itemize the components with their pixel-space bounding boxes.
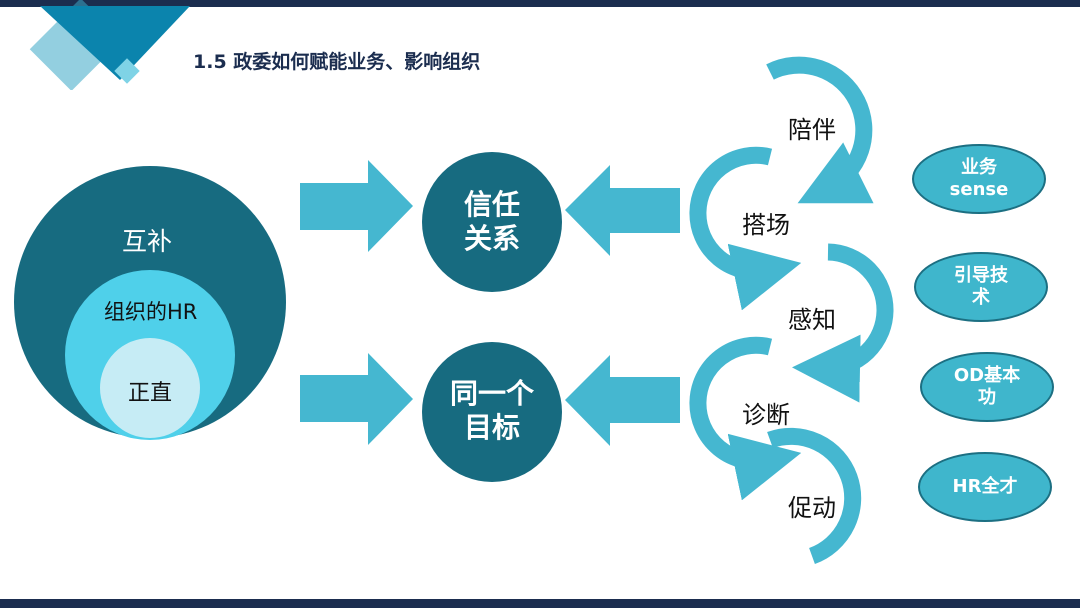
skill-1-line-1: 业务 xyxy=(961,157,997,178)
trust-line-2: 关系 xyxy=(463,222,520,255)
skill-1-line-2: sense xyxy=(949,179,1009,200)
skill-3-line-1: OD基本 xyxy=(953,365,1021,386)
skill-2-line-2: 术 xyxy=(972,287,990,308)
skill-pill-facilitation: 引导技术 xyxy=(914,252,1048,322)
cycle-ring-4 xyxy=(689,336,802,501)
bottom-bar xyxy=(0,599,1080,608)
cycle-ring-2 xyxy=(689,146,802,311)
left-arrow-top xyxy=(565,165,680,256)
trust-circle xyxy=(422,152,562,292)
skill-4-line-1: HR全才 xyxy=(952,476,1018,497)
trust-circle-text: 信任 关系 xyxy=(432,188,552,256)
goal-line-1: 同一个 xyxy=(449,377,534,410)
step-perceive: 感知 xyxy=(788,306,836,334)
inner-circle xyxy=(100,338,200,438)
goal-line-2: 目标 xyxy=(463,411,520,444)
skill-3-line-2: 功 xyxy=(978,387,996,408)
goal-circle xyxy=(422,342,562,482)
skill-pill-od-basics: OD基本功 xyxy=(920,352,1054,422)
deco-triangle xyxy=(40,6,190,80)
step-accompany: 陪伴 xyxy=(788,116,836,144)
page-title: 1.5 政委如何赋能业务、影响组织 xyxy=(193,51,481,73)
corner-decoration xyxy=(29,0,190,90)
cycle-ring-1 xyxy=(766,56,874,204)
cycle-ring-3 xyxy=(792,243,894,403)
step-facilitate: 促动 xyxy=(788,494,836,522)
right-arrow-top xyxy=(300,160,413,252)
trust-line-1: 信任 xyxy=(463,188,520,221)
skill-pill-hr-generalist: HR全才 xyxy=(918,452,1052,522)
top-bar xyxy=(0,0,1080,7)
inner-circle-label: 正直 xyxy=(128,381,173,406)
middle-circle-label: 组织的HR xyxy=(104,300,198,324)
skill-2-line-1: 引导技 xyxy=(954,265,1008,286)
step-diagnose: 诊断 xyxy=(742,401,790,429)
left-arrow-bottom xyxy=(565,355,680,446)
step-setup: 搭场 xyxy=(742,211,790,239)
goal-circle-text: 同一个 目标 xyxy=(432,377,552,445)
outer-circle-label: 互补 xyxy=(122,227,173,256)
right-arrow-bottom xyxy=(300,353,413,445)
cycle-ring-5 xyxy=(767,427,862,564)
